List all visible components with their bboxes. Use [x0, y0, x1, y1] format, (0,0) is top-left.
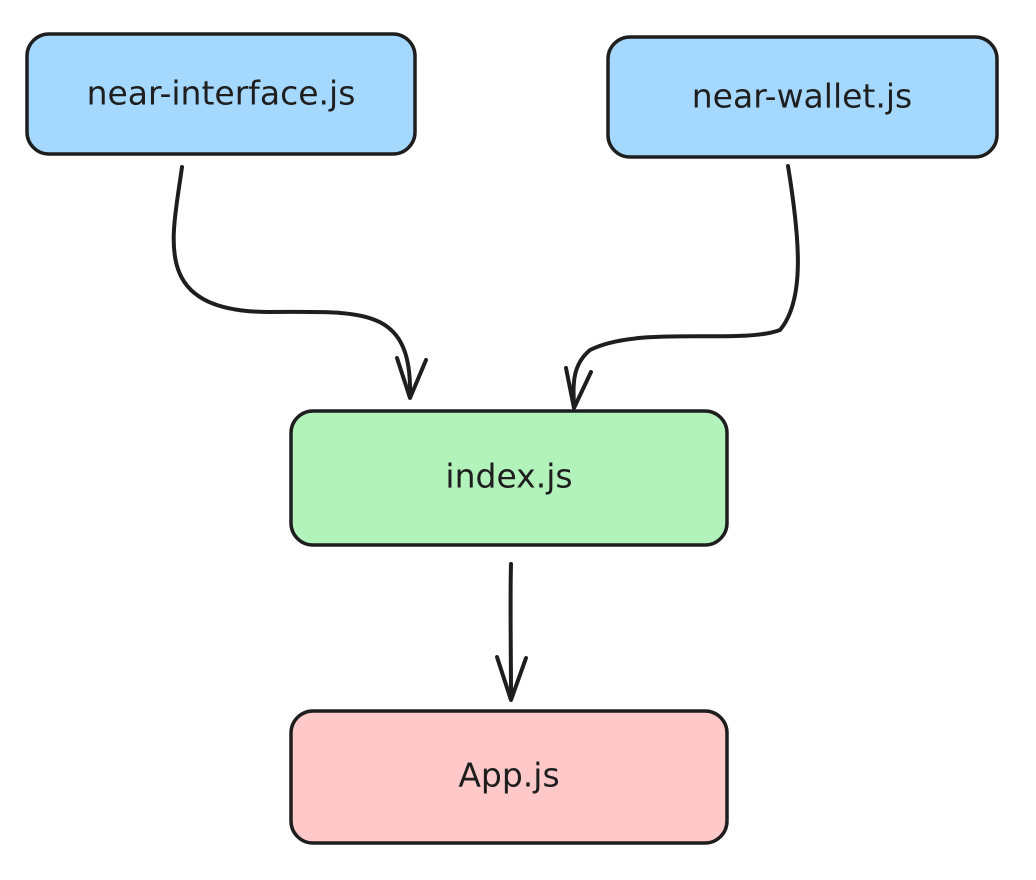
- edge-near-wallet-to-index-line: [571, 164, 800, 407]
- arrowhead-icon: [564, 366, 593, 410]
- edge-near-interface-to-index-line: [171, 165, 413, 397]
- node-near-interface-label: near-interface.js: [87, 74, 356, 113]
- node-near-wallet-label: near-wallet.js: [692, 77, 912, 116]
- edge-near-wallet-to-index: [564, 164, 800, 410]
- node-app-box: [289, 709, 729, 845]
- edge-index-to-app: [495, 562, 528, 702]
- node-near-interface-box: [25, 32, 417, 156]
- node-index[interactable]: index.js: [289, 409, 729, 547]
- node-index-label: index.js: [445, 457, 572, 496]
- node-near-wallet-box: [606, 35, 999, 159]
- node-near-interface[interactable]: near-interface.js: [25, 32, 417, 156]
- node-app[interactable]: App.js: [289, 709, 729, 845]
- edge-near-interface-to-index: [171, 165, 428, 400]
- node-app-label: App.js: [458, 756, 559, 795]
- arrowhead-icon: [395, 356, 428, 400]
- arrowhead-icon: [495, 655, 528, 702]
- node-near-wallet[interactable]: near-wallet.js: [606, 35, 999, 159]
- node-index-box: [289, 409, 729, 547]
